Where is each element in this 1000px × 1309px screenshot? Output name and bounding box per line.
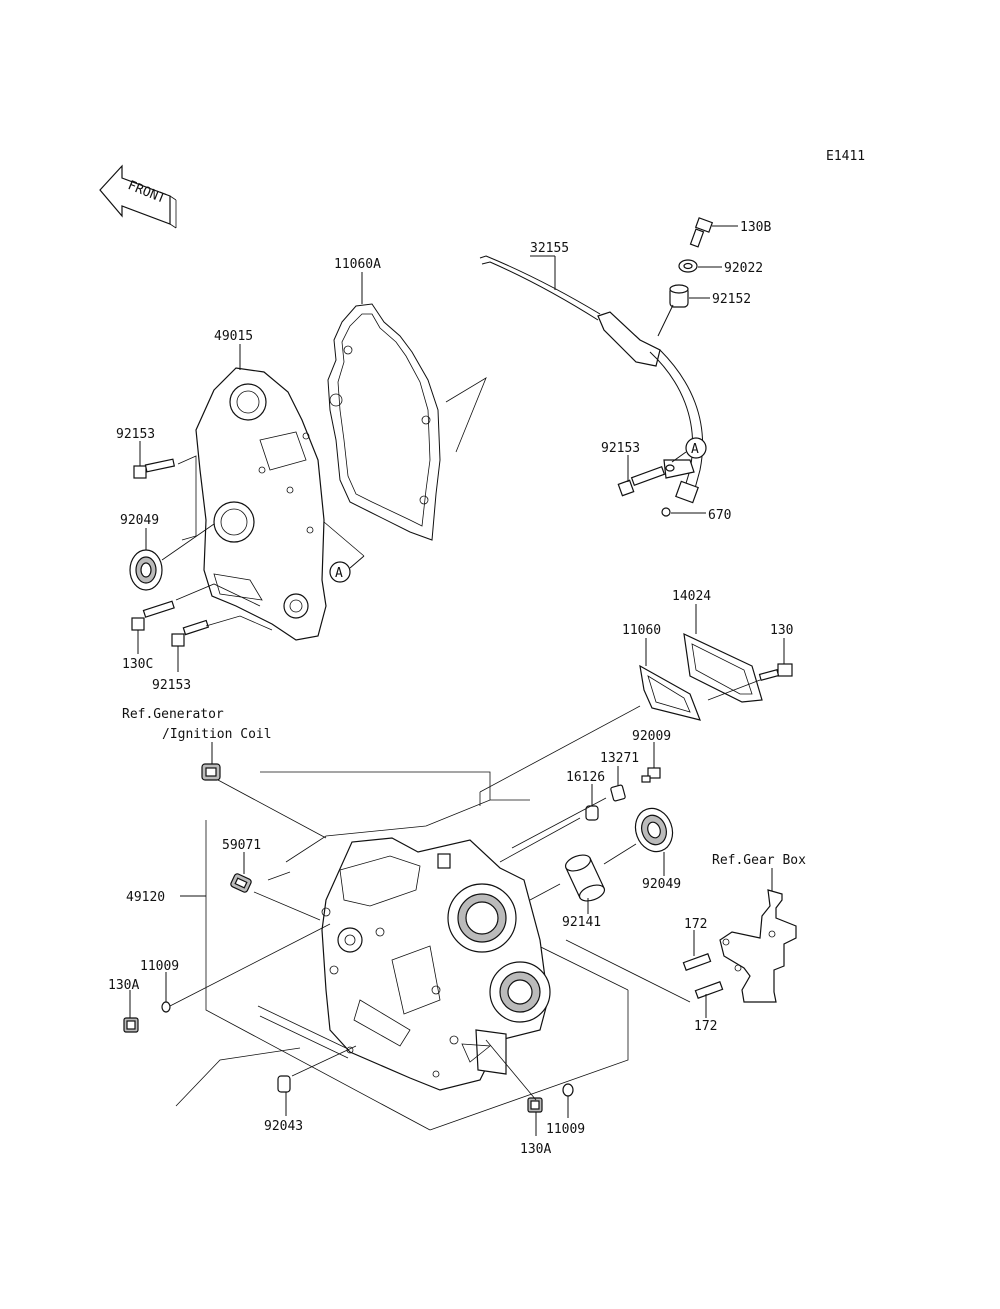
breather-59071	[230, 873, 252, 893]
oil-seal-92049-right	[634, 807, 674, 853]
sensor-generator	[201, 763, 221, 781]
label-11009-bottom: 11009	[546, 1122, 585, 1137]
label-130c: 130C	[122, 657, 153, 672]
front-arrow-icon: FRONT	[99, 164, 177, 229]
label-92022: 92022	[724, 261, 763, 276]
bolt-130a-left	[123, 1017, 139, 1033]
label-92153-right: 92153	[601, 441, 640, 456]
label-92009: 92009	[632, 729, 671, 744]
diagram-code: E1411	[826, 149, 865, 164]
ref-gear-box: Ref.Gear Box	[712, 853, 806, 868]
bolt-92153-left	[133, 458, 176, 479]
washer-11009-bottom	[562, 1083, 574, 1097]
ref-a-circle-left: A	[323, 521, 365, 583]
label-49015: 49015	[214, 329, 253, 344]
ref-generator-line2: /Ignition Coil	[162, 727, 272, 742]
label-49120: 49120	[126, 890, 165, 905]
label-14024: 14024	[672, 589, 711, 604]
label-92153-left: 92153	[116, 427, 155, 442]
bolt-92009	[641, 767, 661, 783]
ref-a-circle-right: A	[671, 437, 707, 463]
gasket-11060	[639, 664, 701, 721]
o-ring-670	[661, 507, 706, 517]
plug-13271	[610, 784, 626, 802]
label-11060a: 11060A	[334, 257, 381, 272]
grommet-92152	[657, 284, 710, 337]
label-172-top: 172	[684, 917, 707, 932]
label-92049-left: 92049	[120, 513, 159, 528]
label-32155: 32155	[530, 241, 569, 256]
cover-49015	[195, 367, 327, 641]
label-670: 670	[708, 508, 731, 523]
stud-172-bottom	[694, 981, 724, 999]
oil-seal-92049-left	[129, 549, 163, 591]
bolt-92153-bottom	[171, 619, 210, 647]
label-13271: 13271	[600, 751, 639, 766]
gear-box-bracket	[719, 889, 797, 1003]
label-92153-bottom: 92153	[152, 678, 191, 693]
bolt-130c	[131, 600, 175, 631]
bolt-130b	[689, 217, 738, 248]
label-11009-left: 11009	[140, 959, 179, 974]
label-130: 130	[770, 623, 793, 638]
label-130b: 130B	[740, 220, 771, 235]
bolt-130a-bottom	[527, 1097, 543, 1113]
label-92141: 92141	[562, 915, 601, 930]
label-172-bottom: 172	[694, 1019, 717, 1034]
gasket-11060a	[327, 303, 441, 541]
stud-172-top	[682, 953, 712, 971]
bolt-130	[758, 663, 793, 681]
crankcase-49120	[175, 771, 629, 1131]
washer-11009-left	[161, 1001, 171, 1013]
label-92049-right: 92049	[642, 877, 681, 892]
bushing-92141	[564, 854, 606, 902]
label-92152: 92152	[712, 292, 751, 307]
cover-14024	[683, 632, 763, 703]
label-11060: 11060	[622, 623, 661, 638]
svg-text:A: A	[335, 566, 343, 581]
dowel-pin-92043	[277, 1075, 291, 1093]
svg-text:A: A	[691, 442, 699, 457]
label-16126: 16126	[566, 770, 605, 785]
ref-generator-line1: Ref.Generator	[122, 707, 224, 722]
washer-92022	[678, 259, 722, 273]
label-92043: 92043	[264, 1119, 303, 1134]
label-59071: 59071	[222, 838, 261, 853]
bracket-right	[663, 459, 695, 479]
label-130a-left: 130A	[108, 978, 139, 993]
bolt-92153-right	[617, 465, 666, 497]
label-130a-bottom: 130A	[520, 1142, 551, 1157]
